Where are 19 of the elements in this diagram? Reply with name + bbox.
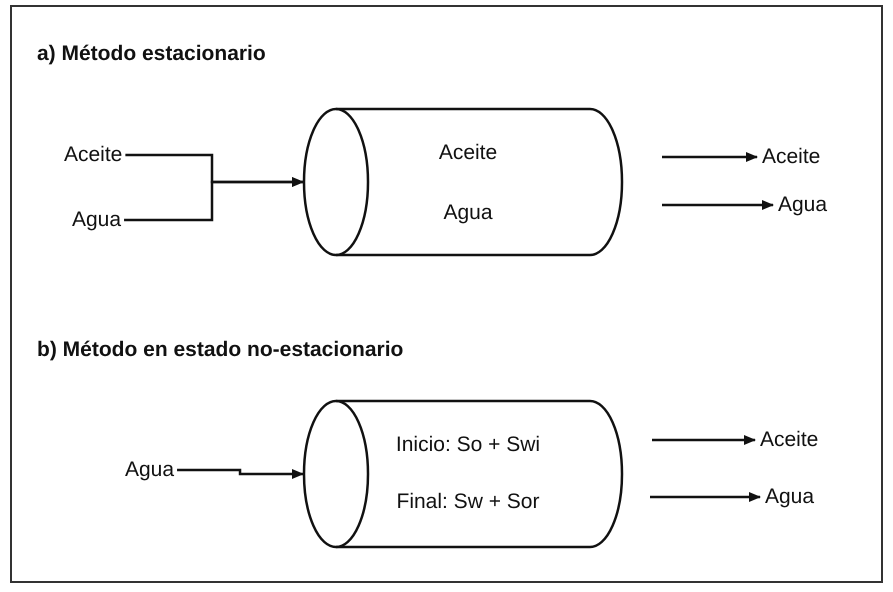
fluid-label: Agua [778, 192, 828, 218]
core-text: Aceite [438, 140, 498, 166]
fluid-label: Aceite [760, 427, 818, 453]
section-heading: a) Método estacionario [37, 42, 266, 66]
core-text: Agua [442, 200, 494, 226]
arrow [124, 177, 304, 222]
section-heading: b) Método en estado no-estacionario [37, 338, 404, 362]
core-text: Final: Sw + Sor [396, 489, 540, 515]
core-text: Inicio: So + Swi [394, 432, 542, 458]
arrow [662, 152, 758, 162]
arrow [652, 435, 756, 445]
fluid-label: Agua [72, 207, 122, 233]
arrow [662, 200, 774, 210]
fluid-label: Agua [125, 457, 174, 483]
fluid-label: Aceite [762, 144, 820, 170]
fluid-label: Agua [765, 484, 814, 510]
arrow [650, 492, 761, 502]
arrow [177, 468, 304, 479]
fluid-label: Aceite [64, 142, 122, 168]
